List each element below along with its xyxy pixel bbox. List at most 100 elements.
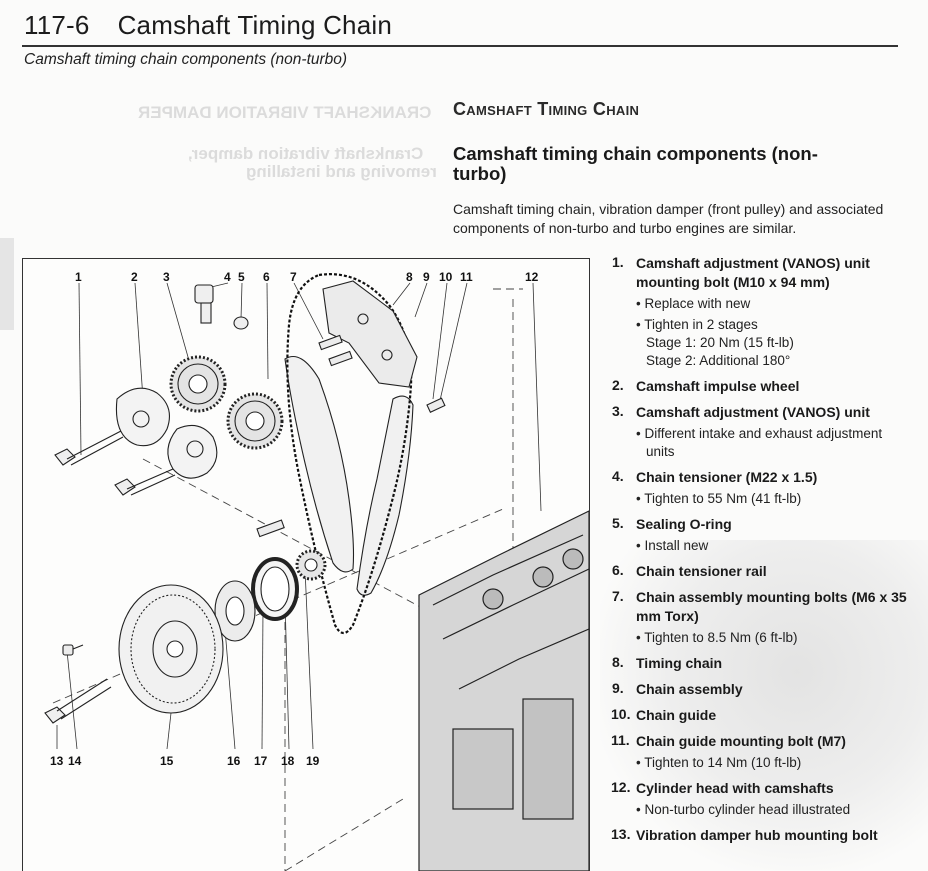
- chapter-title: Camshaft Timing Chain: [117, 10, 392, 40]
- sub-heading: Camshaft timing chain components (non-tu…: [453, 143, 818, 184]
- parts-list-item: 3. Camshaft adjustment (VANOS) unit Diff…: [612, 403, 912, 461]
- part-number: 10.: [611, 706, 631, 722]
- damper-hub: [214, 580, 256, 642]
- part-number: 9.: [612, 680, 624, 696]
- part-number: 5.: [612, 515, 624, 531]
- callout-16: 16: [227, 754, 241, 768]
- part-name: Chain guide: [636, 707, 717, 723]
- impulse-wheels: [115, 387, 218, 479]
- chain-assembly-bracket: [322, 280, 418, 388]
- part-note: Replace with new: [636, 295, 912, 313]
- callout-13: 13: [50, 754, 64, 768]
- callout-18: 18: [281, 754, 295, 768]
- part-name: Camshaft impulse wheel: [636, 378, 800, 394]
- part-number: 13.: [611, 826, 631, 842]
- callout-5: 5: [238, 270, 245, 284]
- parts-list-item: 9. Chain assembly: [612, 680, 912, 699]
- chain-rails: [284, 355, 414, 596]
- parts-list-item: 12. Cylinder head with camshafts Non-tur…: [611, 779, 912, 819]
- callout-11: 11: [460, 270, 473, 284]
- parts-list-item: 1. Camshaft adjustment (VANOS) unit moun…: [612, 254, 912, 370]
- callout-2: 2: [131, 270, 138, 284]
- part-name: Timing chain: [636, 655, 723, 671]
- part-name: Chain assembly: [636, 681, 743, 697]
- part-note: Install new: [636, 537, 912, 555]
- exploded-view-drawing: [44, 273, 589, 871]
- part-number: 3.: [612, 403, 624, 419]
- part-notes: Tighten to 14 Nm (10 ft-lb): [636, 754, 912, 772]
- part-number: 7.: [612, 588, 624, 604]
- part-notes: Tighten to 8.5 Nm (6 ft-lb): [636, 629, 912, 647]
- callout-1: 1: [75, 270, 82, 284]
- callout-3: 3: [163, 270, 170, 284]
- callout-7: 7: [290, 270, 297, 284]
- callout-17: 17: [254, 754, 268, 768]
- part-notes: Different intake and exhaust adjustment …: [636, 425, 912, 461]
- part-note: Non-turbo cylinder head illustrated: [636, 801, 912, 819]
- section-heading: Camshaft Timing Chain: [453, 99, 640, 119]
- part-note: Tighten to 55 Nm (41 ft-lb): [636, 490, 912, 508]
- callout-8: 8: [406, 270, 413, 284]
- parts-list-item: 7. Chain assembly mounting bolts (M6 x 3…: [612, 588, 912, 647]
- tensioner: [194, 284, 249, 330]
- part-name: Sealing O-ring: [636, 516, 732, 532]
- seal-ring: [251, 557, 299, 621]
- parts-list-item: 4. Chain tensioner (M22 x 1.5) Tighten t…: [612, 468, 912, 508]
- part-notes: Replace with new Tighten in 2 stages Sta…: [636, 295, 912, 370]
- parts-list-item: 8. Timing chain: [612, 654, 912, 673]
- parts-list-item: 5. Sealing O-ring Install new: [612, 515, 912, 555]
- part-number: 12.: [611, 779, 631, 795]
- part-note: Tighten to 8.5 Nm (6 ft-lb): [636, 629, 912, 647]
- parts-list-item: 13. Vibration damper hub mounting bolt: [611, 826, 912, 845]
- parts-list-item: 2. Camshaft impulse wheel: [612, 377, 912, 396]
- part-number: 4.: [612, 468, 624, 484]
- part-note: Tighten in 2 stages Stage 1: 20 Nm (15 f…: [636, 316, 912, 370]
- timing-chain: [286, 273, 413, 635]
- vibration-damper: [118, 584, 224, 714]
- callout-10: 10: [439, 270, 453, 284]
- part-notes: Non-turbo cylinder head illustrated: [636, 801, 912, 819]
- part-notes: Tighten to 55 Nm (41 ft-lb): [636, 490, 912, 508]
- part-number: 6.: [612, 562, 624, 578]
- part-number: 1.: [612, 254, 624, 270]
- part-number: 11.: [611, 732, 630, 748]
- part-name: Chain guide mounting bolt (M7): [636, 733, 846, 749]
- part-name: Camshaft adjustment (VANOS) unit: [636, 404, 870, 420]
- parts-list-item: 10. Chain guide: [611, 706, 912, 725]
- callout-9: 9: [423, 270, 430, 284]
- parts-list-item: 6. Chain tensioner rail: [612, 562, 912, 581]
- part-name: Chain tensioner rail: [636, 563, 767, 579]
- running-subtitle: Camshaft timing chain components (non-tu…: [24, 51, 348, 68]
- callout-15: 15: [160, 754, 174, 768]
- bleed-through-heading: CRANKSHAFT VIBRATION DAMPER: [138, 103, 432, 122]
- part-name: Camshaft adjustment (VANOS) unit mountin…: [636, 255, 870, 290]
- mounting-bolts: [62, 334, 446, 656]
- part-notes: Install new: [636, 537, 912, 555]
- exploded-view-figure: 1 2 3 4 5 6 7 8 9 10 11 12 13 14 15 16 1…: [22, 258, 590, 871]
- page-edge-tab: [0, 238, 14, 330]
- parts-list: 1. Camshaft adjustment (VANOS) unit moun…: [611, 254, 912, 852]
- bleed-through-subheading-2: removing and installing: [246, 162, 437, 181]
- part-note: Tighten to 14 Nm (10 ft-lb): [636, 754, 912, 772]
- intro-paragraph: Camshaft timing chain, vibration damper …: [453, 201, 884, 236]
- callout-12: 12: [525, 270, 539, 284]
- part-name: Vibration damper hub mounting bolt: [636, 827, 878, 843]
- cylinder-head: [418, 510, 589, 871]
- callout-14: 14: [68, 754, 82, 768]
- page-header: 117-6 Camshaft Timing Chain: [24, 10, 392, 41]
- callout-6: 6: [263, 270, 270, 284]
- parts-list-item: 11. Chain guide mounting bolt (M7) Tight…: [611, 732, 912, 772]
- part-name: Cylinder head with camshafts: [636, 780, 834, 796]
- bleed-through-subheading-1: Crankshaft vibration damper,: [188, 144, 424, 163]
- vanos-sprockets: [169, 355, 284, 450]
- part-note: Different intake and exhaust adjustment …: [636, 425, 912, 461]
- page-number: 117-6: [24, 10, 90, 40]
- header-rule: [22, 45, 898, 47]
- leader-lines: [56, 282, 542, 750]
- callout-4: 4: [224, 270, 231, 284]
- callout-19: 19: [306, 754, 320, 768]
- part-number: 8.: [612, 654, 624, 670]
- crank-sprocket: [295, 549, 327, 581]
- part-name: Chain tensioner (M22 x 1.5): [636, 469, 818, 485]
- part-number: 2.: [612, 377, 624, 393]
